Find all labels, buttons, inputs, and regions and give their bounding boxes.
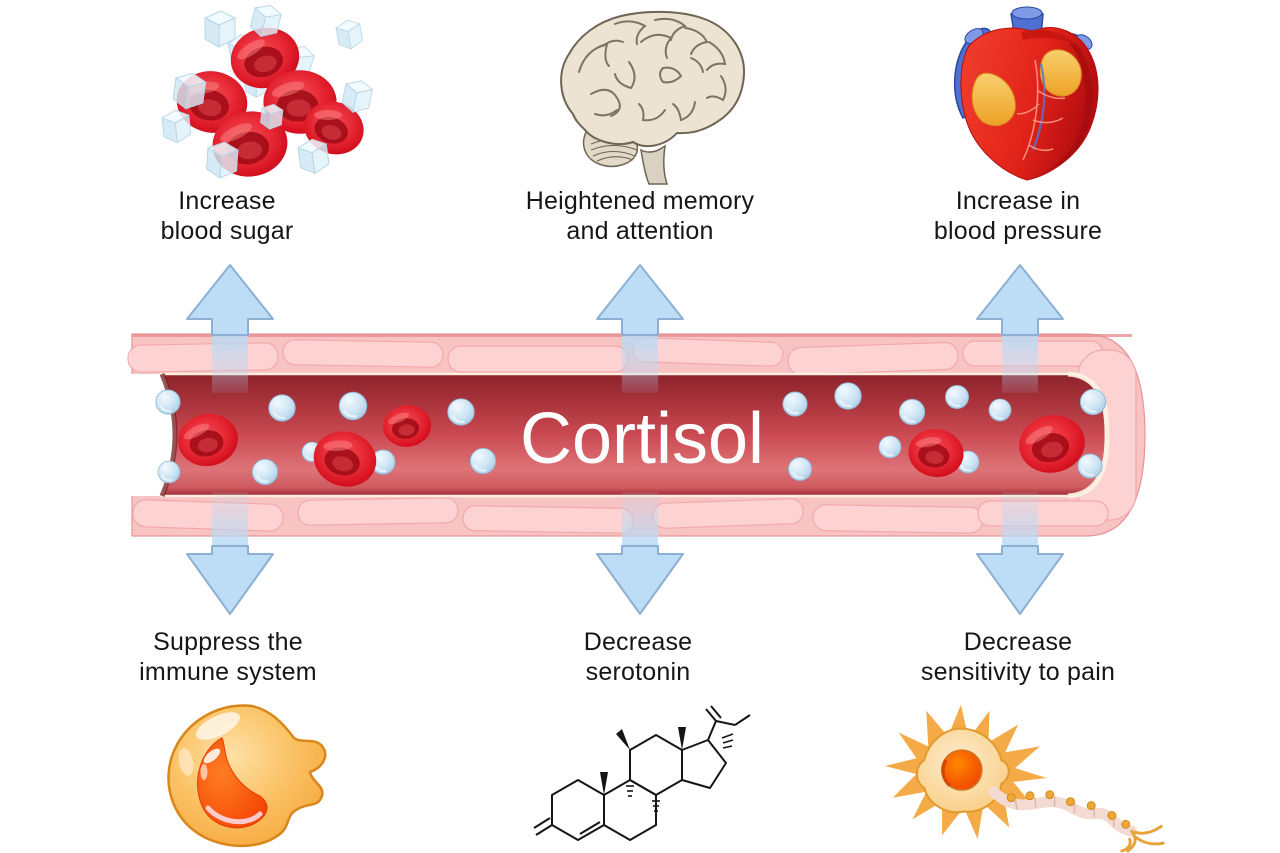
up-arrow-icon xyxy=(596,264,684,393)
down-arrow-icon xyxy=(186,492,274,615)
immune-cell-icon xyxy=(167,704,327,848)
label-heightened-memory: Heightened memory and attention xyxy=(525,187,755,245)
blood-sugar-icon xyxy=(160,1,375,180)
down-arrow-icon xyxy=(976,492,1064,615)
label-increase-blood-pressure: Increase in blood pressure xyxy=(933,187,1103,245)
label-increase-blood-sugar: Increase blood sugar xyxy=(160,187,294,245)
label-suppress-immune-system: Suppress the immune system xyxy=(139,628,317,686)
cortisol-label: Cortisol xyxy=(520,399,764,479)
label-decrease-pain-sensitivity: Decrease sensitivity to pain xyxy=(920,628,1116,686)
up-arrow-icon xyxy=(186,264,274,393)
down-arrow-icon xyxy=(596,492,684,615)
heart-icon xyxy=(953,6,1099,181)
neuron-icon xyxy=(884,704,1165,853)
up-arrow-icon xyxy=(976,264,1064,393)
label-decrease-serotonin: Decrease serotonin xyxy=(583,628,693,686)
brain-icon xyxy=(560,10,746,185)
blood-vessel-illustration: Cortisol xyxy=(127,333,1146,537)
steroid-molecule-icon xyxy=(533,705,751,841)
